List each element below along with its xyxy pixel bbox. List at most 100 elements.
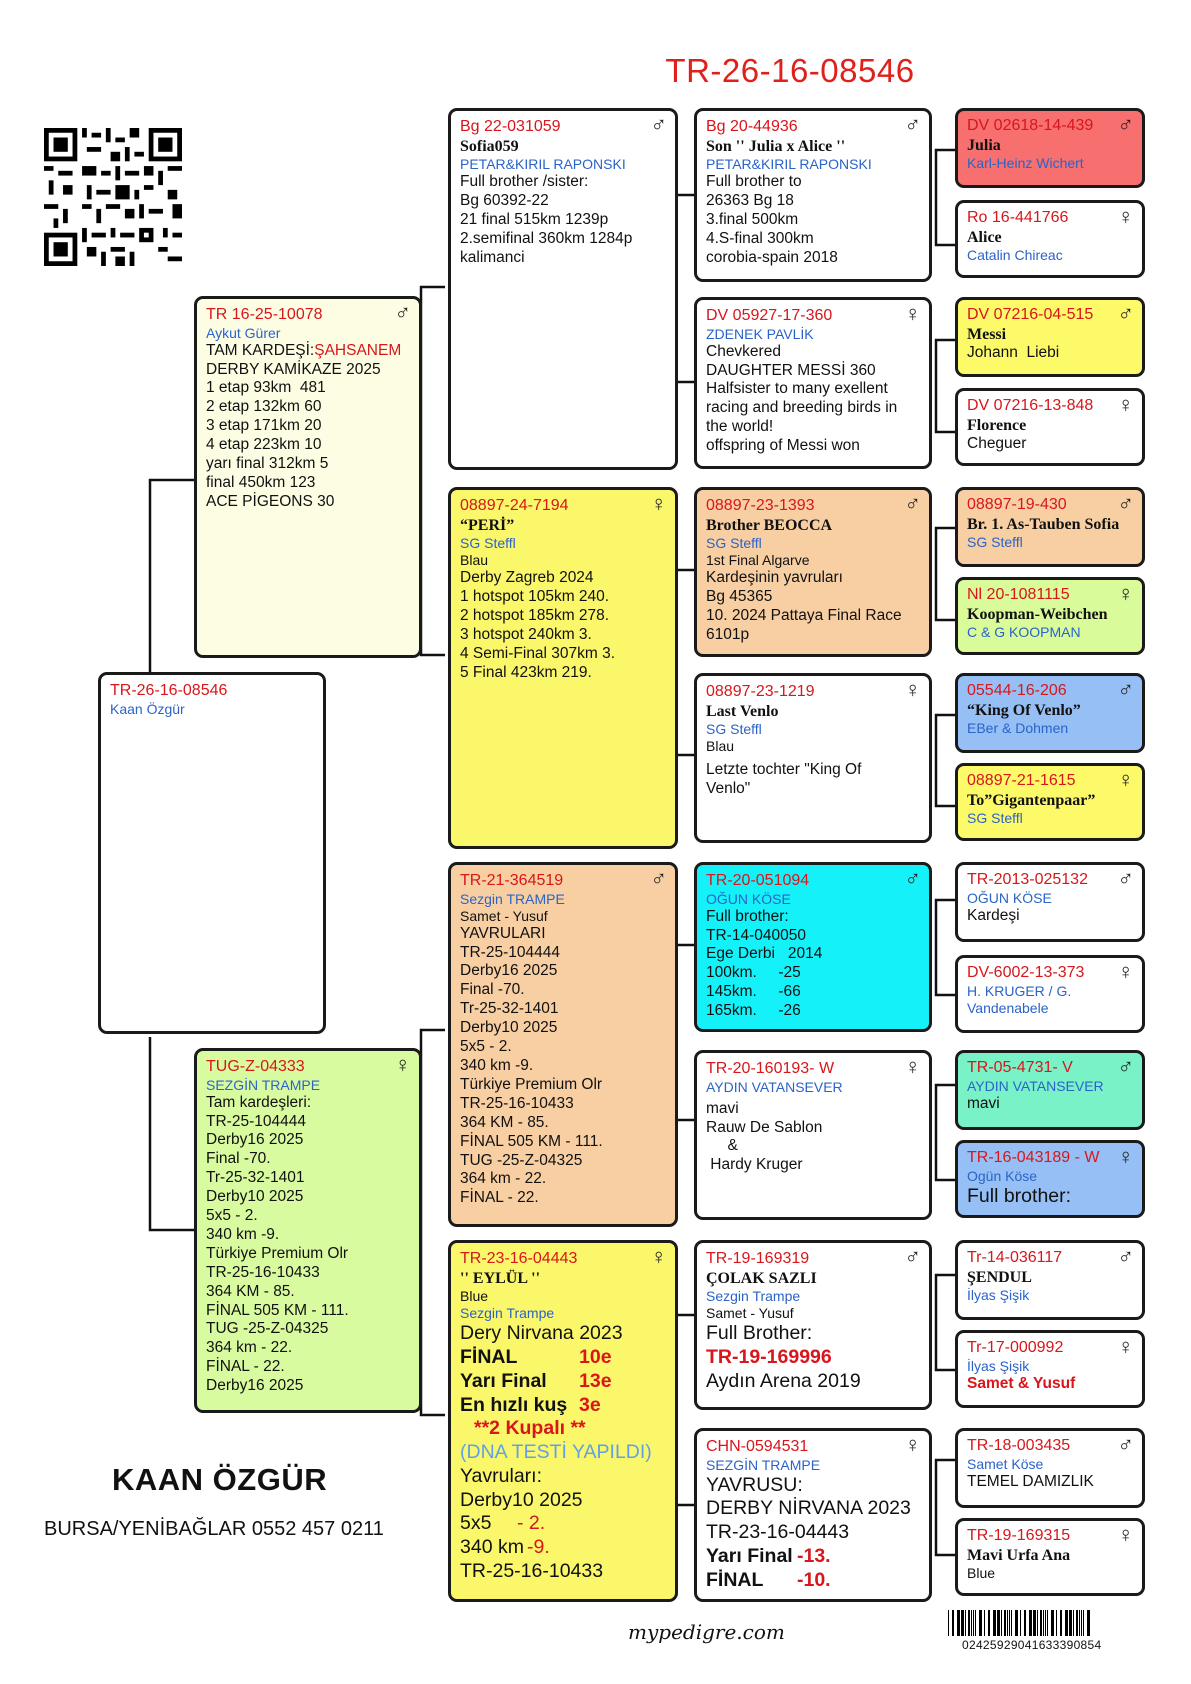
ggp-ring: TR-19-169315 — [967, 1527, 1071, 1544]
ggp-note: Blue — [967, 1565, 996, 1582]
subject-ring: TR-26-16-08546 — [110, 682, 228, 699]
note-line: Halfsister to many exellent — [706, 380, 888, 398]
ddd-card[interactable]: ♀ CHN-0594531 SEZGİN TRAMPE YAVRUSU: DER… — [694, 1428, 932, 1602]
dds-breeder: Sezgin Trampe — [706, 1288, 801, 1305]
dds-race: Aydın Arena 2019 — [706, 1369, 861, 1392]
male-icon: ♂ — [1117, 677, 1135, 702]
sire-note-line: 1 etap 93km 481 — [206, 379, 326, 397]
female-icon: ♀ — [394, 1052, 412, 1077]
female-icon: ♀ — [1117, 581, 1135, 606]
ggp-breeder: Karl-Heinz Wichert — [967, 155, 1084, 172]
dam-card[interactable]: ♀ TUG-Z-04333 SEZGİN TRAMPE Tam kardeşle… — [194, 1048, 422, 1413]
dds-brother-label: Full Brother: — [706, 1322, 813, 1345]
sd-card[interactable]: ♀ 08897-24-7194 “PERİ” SG Steffl Blau De… — [448, 487, 678, 849]
note-line: Tam kardeşleri: — [206, 1093, 312, 1111]
ds-sublabel: Samet - Yusuf — [460, 907, 548, 924]
male-icon: ♂ — [904, 491, 922, 516]
ggp-note: Samet & Yusuf — [967, 1374, 1076, 1392]
male-icon: ♂ — [1117, 1244, 1135, 1269]
dds-brother-ring: TR-19-169996 — [706, 1345, 832, 1368]
female-icon: ♀ — [904, 677, 922, 702]
ggp-ring: Nl 20-1081115 — [967, 586, 1070, 603]
dds-sublabel: Samet - Yusuf — [706, 1305, 794, 1322]
sire-card[interactable]: ♂ TR 16-25-10078 Aykut Gürer TAM KARDEŞİ… — [194, 296, 422, 658]
ss-ring: Bg 22-031059 — [460, 118, 561, 135]
sire-note-line: DERBY KAMİKAZE 2025 — [206, 360, 381, 378]
ggp-ring: 08897-19-430 — [967, 496, 1067, 513]
dd-color: Blue — [460, 1288, 489, 1305]
dds-card[interactable]: ♂ TR-19-169319 ÇOLAK SAZLI Sezgin Trampe… — [694, 1240, 932, 1410]
ss-breeder: PETAR&KIRIL RAPONSKI — [460, 156, 626, 173]
owner-name: KAAN ÖZGÜR — [112, 1462, 328, 1497]
barcode-number: 02425929041633390854 — [962, 1638, 1102, 1652]
ddd-offspring-race: DERBY NİRVANA 2023 — [706, 1497, 911, 1520]
note-line: 5x5 - 2. — [460, 1038, 512, 1056]
ggp-card[interactable]: ♂05544-16-206“King Of Venlo”EBer & Dohme… — [955, 673, 1145, 753]
male-icon: ♂ — [904, 866, 922, 891]
note-line: the world! — [706, 418, 774, 436]
barcode-icon — [948, 1610, 1090, 1636]
note-line: Full brother /sister: — [460, 173, 589, 191]
dd-card[interactable]: ♀ TR-23-16-04443 '' EYLÜL '' Blue Sezgin… — [448, 1240, 678, 1602]
note-line: Hardy Kruger — [706, 1156, 803, 1174]
dss-card[interactable]: ♂ TR-20-051094 OĞUN KÖSE Full brother:TR… — [694, 862, 932, 1032]
ddd-result-row: Yarı Final-13. — [706, 1544, 831, 1567]
note-line: FİNAL - 22. — [460, 1189, 539, 1207]
ggp-breeder: Ogün Köse — [967, 1167, 1038, 1184]
ggp-name: To”Gigantenpaar” — [967, 791, 1096, 809]
sss-card[interactable]: ♂ Bg 20-44936 Son '' Julia x Alice '' PE… — [694, 108, 932, 282]
note-line: Derby16 2025 — [206, 1131, 304, 1149]
ssd-card[interactable]: ♀ DV 05927-17-360 ZDENEK PAVLİK Chevkere… — [694, 297, 932, 469]
sire-note-line: 4 etap 223km 10 — [206, 436, 322, 454]
note-line: Tr-25-32-1401 — [206, 1169, 305, 1187]
note-line: Ege Derbi 2014 — [706, 945, 823, 963]
sire-ring: TR 16-25-10078 — [206, 306, 323, 323]
note-line: Derby10 2025 — [460, 1019, 558, 1037]
dd-offspring-race: Derby10 2025 — [460, 1488, 583, 1511]
sdd-card[interactable]: ♀ 08897-23-1219 Last Venlo SG Steffl Bla… — [694, 673, 932, 843]
female-icon: ♀ — [1117, 1334, 1135, 1359]
note-line: 21 final 515km 1239p — [460, 210, 609, 228]
note-line: 1 hotspot 105km 240. — [460, 588, 610, 606]
female-icon: ♀ — [1117, 204, 1135, 229]
dds-ring: TR-19-169319 — [706, 1250, 810, 1267]
sire-note-line: final 450km 123 — [206, 473, 316, 491]
note-line: 364 KM - 85. — [460, 1113, 549, 1131]
ddd-offspring-label: YAVRUSU: — [706, 1473, 803, 1496]
ss-card[interactable]: ♂ Bg 22-031059 Sofia059 PETAR&KIRIL RAPO… — [448, 108, 678, 470]
dd-offspring-label: Yavruları: — [460, 1464, 542, 1487]
ggp-breeder: H. KRUGER / G. Vandenabele — [967, 982, 1072, 1016]
note-line: 340 km -9. — [460, 1057, 534, 1075]
sdd-ring: 08897-23-1219 — [706, 683, 815, 700]
ds-card[interactable]: ♂ TR-21-364519 Sezgin TRAMPE Samet - Yus… — [448, 862, 678, 1227]
ggp-name: Br. 1. As-Tauben Sofia — [967, 515, 1120, 533]
note-line: FİNAL - 22. — [206, 1358, 285, 1376]
dsd-ring: TR-20-160193- W — [706, 1060, 835, 1077]
ggp-name: Florence — [967, 416, 1027, 434]
subject-card[interactable]: TR-26-16-08546 Kaan Özgür — [98, 672, 326, 1034]
sds-card[interactable]: ♂ 08897-23-1393 Brother BEOCCA SG Steffl… — [694, 487, 932, 657]
male-icon: ♂ — [650, 112, 668, 137]
note-line: FİNAL 505 KM - 111. — [206, 1301, 349, 1319]
male-icon: ♂ — [1117, 301, 1135, 326]
